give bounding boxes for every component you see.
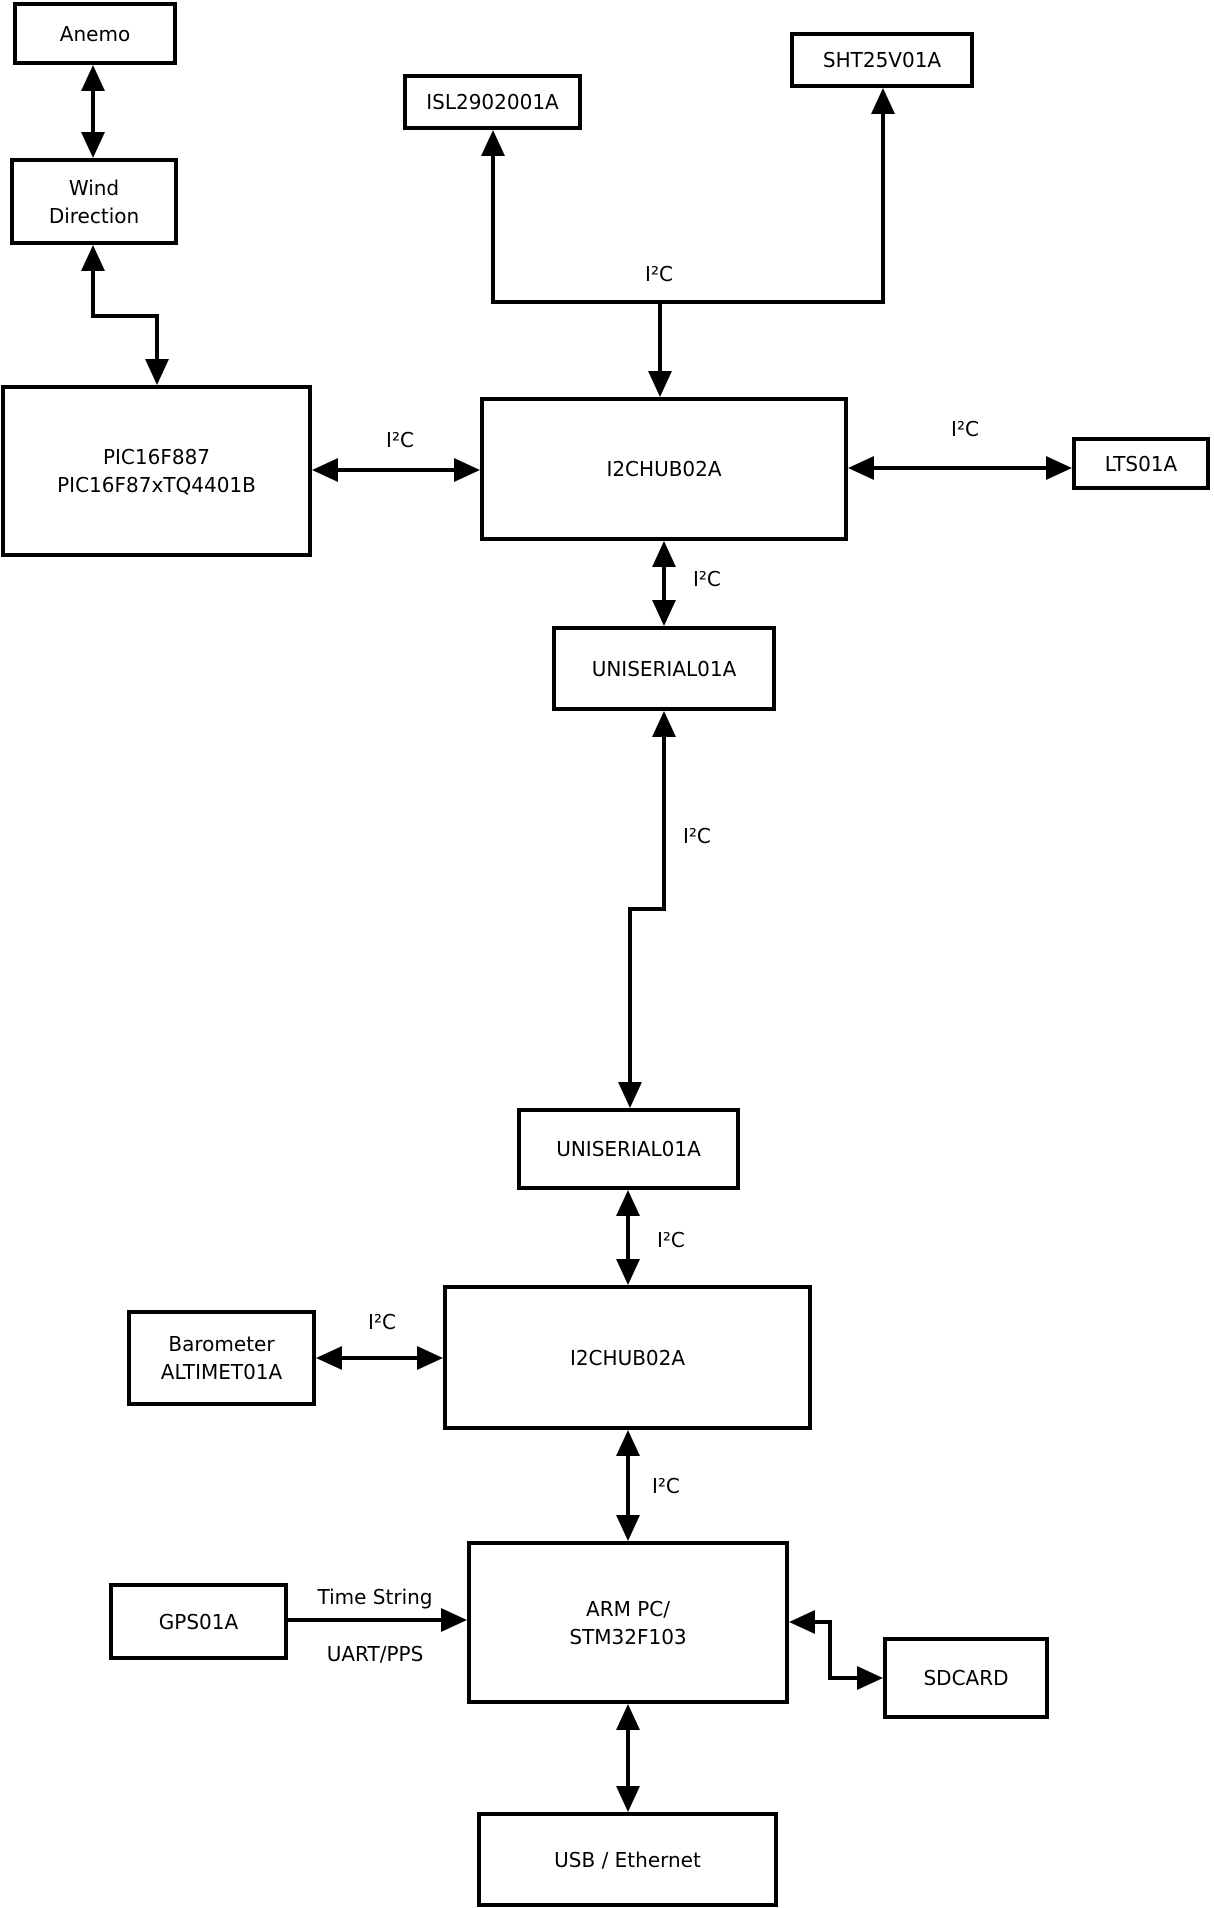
node-uniserial01a-top: UNISERIAL01A	[552, 626, 776, 711]
arrowhead-down	[616, 1786, 640, 1812]
edge-label-i2c: I²C	[652, 1474, 680, 1498]
connector-segment	[288, 1618, 445, 1622]
edge-label-i2c: I²C	[368, 1310, 396, 1334]
node-label: I2CHUB02A	[606, 457, 722, 481]
node-wind-direction: Wind Direction	[10, 158, 178, 245]
connector-segment	[91, 267, 95, 318]
connector-segment	[491, 300, 885, 304]
node-barometer-altimet01a: Barometer ALTIMET01A	[127, 1310, 316, 1406]
edge-label-i2c: I²C	[386, 428, 414, 452]
arrowhead-up	[652, 711, 676, 737]
arrowhead-up	[616, 1190, 640, 1216]
arrowhead-right	[417, 1346, 443, 1370]
node-label: PIC16F87xTQ4401B	[57, 473, 256, 497]
edge-label-i2c: I²C	[951, 417, 979, 441]
node-label: GPS01A	[158, 1609, 239, 1634]
arrowhead-up	[481, 130, 505, 156]
node-usb-ethernet: USB / Ethernet	[477, 1812, 778, 1907]
arrowhead-down	[81, 132, 105, 158]
connector-segment	[91, 86, 95, 136]
node-gps01a: GPS01A	[109, 1583, 288, 1660]
arrowhead-down	[648, 371, 672, 397]
edge-label-i2c: I²C	[693, 567, 721, 591]
arrowhead-right	[1046, 456, 1072, 480]
node-label: Barometer	[168, 1332, 275, 1356]
connector-segment	[828, 1620, 832, 1680]
arrowhead-up	[871, 88, 895, 114]
node-sht25v01a: SHT25V01A	[790, 32, 974, 88]
arrowhead-down	[145, 359, 169, 385]
node-label: UNISERIAL01A	[591, 656, 737, 681]
connector-segment	[628, 907, 632, 1084]
node-label: LTS01A	[1104, 451, 1178, 476]
node-isl2902001a: ISL2902001A	[403, 74, 582, 130]
edge-label-time-string: Time String	[317, 1585, 433, 1609]
connector-segment	[334, 468, 458, 472]
arrowhead-up	[81, 245, 105, 271]
arrowhead-right	[454, 458, 480, 482]
connector-segment	[870, 466, 1050, 470]
edge-label-uart-pps: UART/PPS	[326, 1642, 424, 1666]
connector-segment	[658, 300, 662, 374]
arrowhead-down	[616, 1259, 640, 1285]
node-label: ALTIMET01A	[160, 1360, 283, 1384]
node-label: Anemo	[59, 21, 131, 46]
node-label: Direction	[48, 203, 140, 228]
arrowhead-up	[616, 1430, 640, 1456]
edge-label-i2c: I²C	[657, 1228, 685, 1252]
node-uniserial01a-bottom: UNISERIAL01A	[517, 1108, 740, 1190]
node-arm-pc-stm32f103: ARM PC/ STM32F103	[467, 1541, 789, 1704]
node-label: Wind	[68, 175, 120, 200]
node-i2chub02a-top: I2CHUB02A	[480, 397, 848, 541]
node-label: STM32F103	[569, 1624, 687, 1649]
connector-segment	[626, 1452, 630, 1518]
arrowhead-down	[652, 600, 676, 626]
node-label: USB / Ethernet	[554, 1847, 701, 1872]
node-lts01a: LTS01A	[1072, 437, 1210, 490]
arrowhead-left	[789, 1610, 815, 1634]
connector-segment	[338, 1356, 420, 1360]
connector-segment	[91, 314, 159, 318]
connector-segment	[626, 1726, 630, 1790]
connector-segment	[662, 562, 666, 605]
node-label: SHT25V01A	[822, 48, 942, 72]
node-label: ARM PC/	[586, 1596, 670, 1621]
arrowhead-left	[316, 1346, 342, 1370]
node-label: SDCARD	[923, 1666, 1009, 1690]
arrowhead-left	[848, 456, 874, 480]
arrowhead-left	[312, 458, 338, 482]
connector-segment	[828, 1676, 861, 1680]
connector-segment	[662, 734, 666, 911]
connector-segment	[881, 110, 885, 300]
node-label: UNISERIAL01A	[556, 1137, 701, 1161]
connector-segment	[628, 907, 666, 911]
edge-label-i2c: I²C	[645, 262, 673, 286]
connector-segment	[155, 314, 159, 362]
arrowhead-down	[616, 1515, 640, 1541]
node-sdcard: SDCARD	[883, 1637, 1049, 1719]
node-label: ISL2902001A	[426, 90, 559, 114]
arrowhead-right	[857, 1666, 883, 1690]
node-anemo: Anemo	[13, 2, 177, 65]
connector-segment	[626, 1212, 630, 1262]
connector-segment	[491, 152, 495, 304]
node-label: PIC16F887	[102, 445, 211, 469]
edge-label-i2c: I²C	[683, 824, 711, 848]
node-label: I2CHUB02A	[569, 1345, 686, 1370]
arrowhead-right	[441, 1608, 467, 1632]
arrowhead-down	[618, 1082, 642, 1108]
connector-segment	[811, 1620, 832, 1624]
arrowhead-up	[616, 1704, 640, 1730]
node-i2chub02a-bottom: I2CHUB02A	[443, 1285, 812, 1430]
node-pic16f887: PIC16F887 PIC16F87xTQ4401B	[1, 385, 312, 557]
